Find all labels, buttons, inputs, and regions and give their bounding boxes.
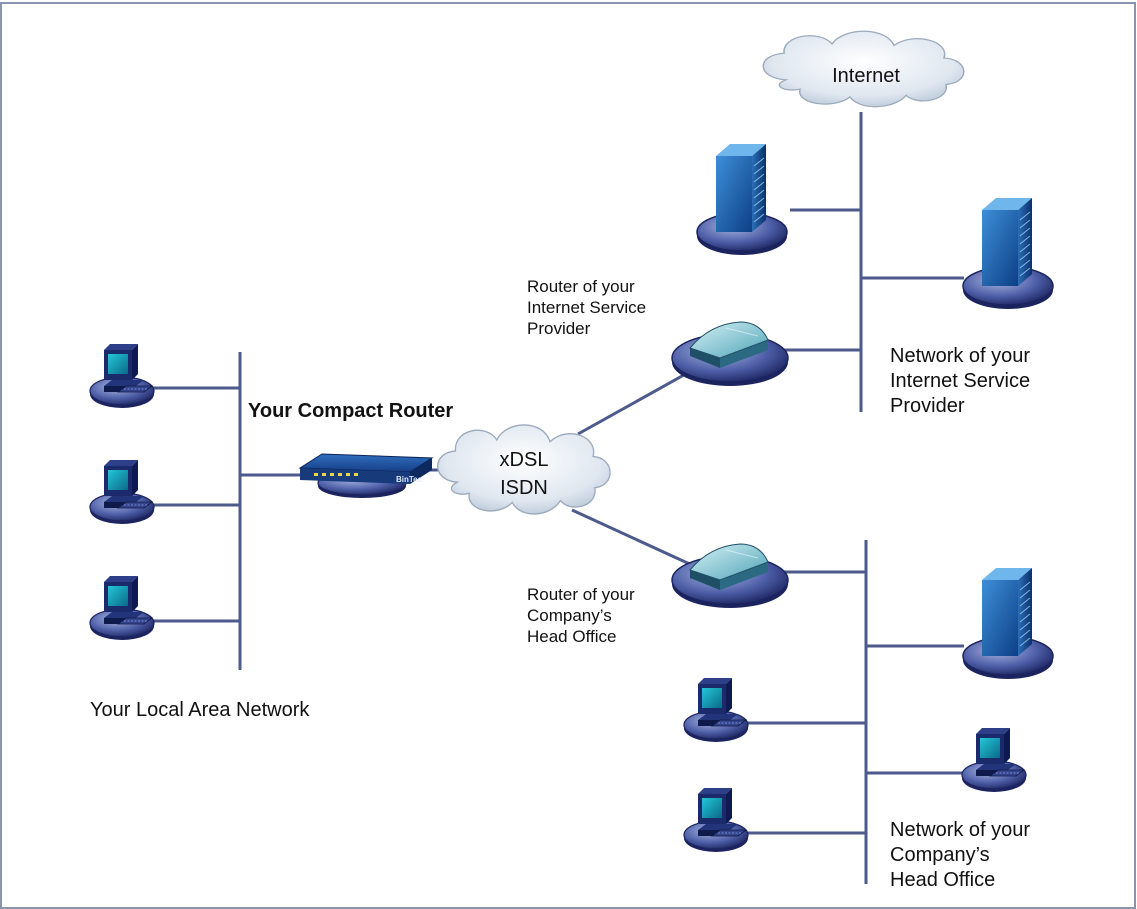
lan-label: Your Local Area Network — [90, 699, 310, 721]
wan-ho-link — [571, 508, 695, 568]
svg-text:Internet Service: Internet Service — [527, 298, 646, 317]
svg-text:Network of your: Network of your — [890, 819, 1030, 841]
wan-label-isdn: ISDN — [500, 477, 548, 499]
svg-text:Company’s: Company’s — [890, 844, 990, 866]
svg-text:Head Office: Head Office — [527, 627, 616, 646]
svg-text:Head Office: Head Office — [890, 869, 995, 891]
svg-text:Router of your: Router of your — [527, 585, 635, 604]
ho-network-label: Network of your Company’s Head Office — [890, 819, 1030, 891]
svg-text:Company’s: Company’s — [527, 606, 612, 625]
connection-lines — [150, 112, 968, 884]
svg-text:Provider: Provider — [890, 395, 965, 417]
isp-router-label: Router of your Internet Service Provider — [527, 277, 646, 338]
ho-router-label: Router of your Company’s Head Office — [527, 585, 635, 646]
compact-router-icon: BinTec — [298, 453, 434, 498]
isp-network-label: Network of your Internet Service Provide… — [890, 345, 1030, 417]
svg-text:Network of your: Network of your — [890, 345, 1030, 367]
svg-text:Router of your: Router of your — [527, 277, 635, 296]
compact-router-label: Your Compact Router — [248, 400, 453, 422]
svg-text:Internet Service: Internet Service — [890, 370, 1030, 392]
wan-label-xdsl: xDSL — [500, 449, 549, 471]
svg-text:Provider: Provider — [527, 319, 591, 338]
router-brand-label: BinTec — [396, 475, 423, 484]
internet-label: Internet — [832, 65, 900, 87]
wan-isp-link — [577, 364, 701, 436]
